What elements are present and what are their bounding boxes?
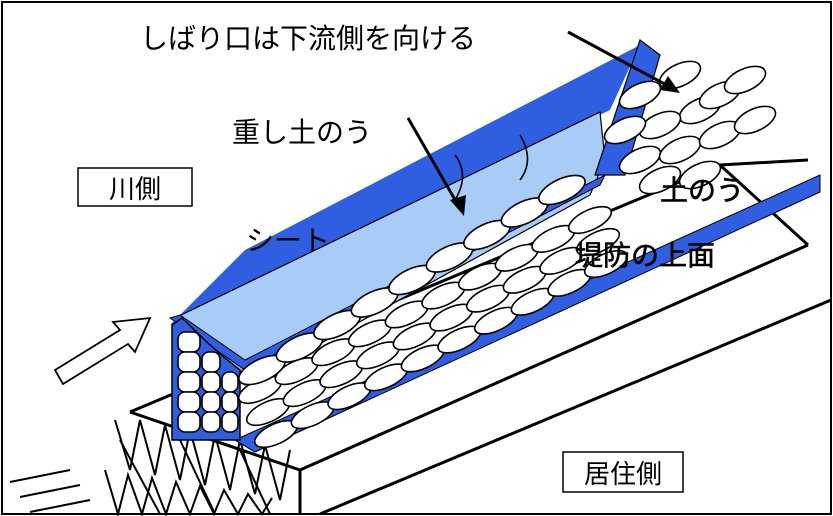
weight-bags-label: 重し土のう — [232, 116, 372, 149]
sheet-top-surface — [170, 45, 640, 325]
end-sandbag — [618, 80, 662, 110]
pointer-arrow-tie — [567, 30, 680, 93]
end-bag-stack — [603, 60, 777, 195]
end-sandbag — [638, 165, 682, 195]
river-side-label: 川側 — [109, 175, 161, 205]
end-sandbag — [723, 65, 767, 95]
weight-sandbag — [538, 174, 586, 206]
tie-direction-label: しばり口は下流側を向ける — [140, 22, 476, 55]
end-sandbag — [733, 105, 777, 135]
pointer-arrow-weight — [406, 117, 466, 216]
end-sandbag — [603, 115, 647, 145]
sheet-label: シート — [246, 224, 330, 257]
residential-side-label: 居住側 — [584, 460, 662, 490]
end-sandbag — [638, 110, 682, 140]
sandbag — [575, 227, 621, 257]
residential-side-box — [562, 451, 684, 493]
levee-top-label: 堤防の上面 — [575, 239, 715, 272]
sandbag-rows — [237, 205, 629, 449]
end-sandbag — [618, 145, 662, 175]
sandbag — [567, 205, 613, 235]
hollow-arrow-icon — [53, 316, 152, 386]
sandbag — [583, 249, 629, 279]
sandbags-label: 土のう — [660, 174, 744, 207]
weight-bag-row — [238, 174, 586, 386]
river-side-box — [77, 167, 193, 207]
end-sandbag — [678, 160, 722, 190]
bag-stack-cross-section — [171, 317, 241, 441]
